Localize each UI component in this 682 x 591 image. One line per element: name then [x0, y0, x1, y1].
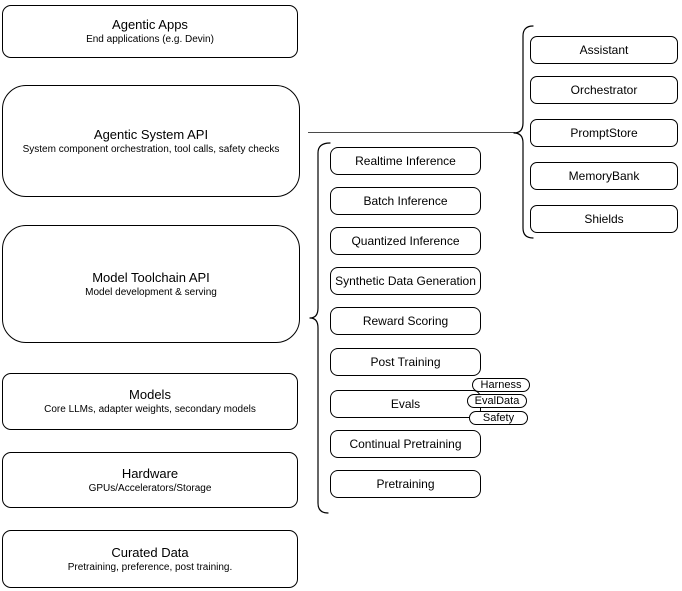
layer-title: Model Toolchain API	[92, 269, 210, 285]
toolchain-node-realtime-inference: Realtime Inference	[330, 147, 481, 175]
toolchain-node-quantized-inference: Quantized Inference	[330, 227, 481, 255]
layer-subtitle: GPUs/Accelerators/Storage	[88, 482, 212, 494]
eval-tag-harness: Harness	[472, 378, 530, 392]
layer-title: Curated Data	[111, 544, 189, 560]
layer-subtitle: Model development & serving	[85, 286, 217, 298]
layer-title: Hardware	[121, 465, 179, 481]
layer-subtitle: End applications (e.g. Devin)	[86, 34, 214, 45]
toolchain-node-continual-pretraining: Continual Pretraining	[330, 430, 481, 458]
eval-tag-evaldata: EvalData	[467, 394, 527, 408]
layer-agentic-apps: Agentic Apps End applications (e.g. Devi…	[2, 5, 298, 58]
toolchain-node-pretraining: Pretraining	[330, 470, 481, 498]
system-api-to-components-connector	[308, 132, 515, 133]
system-components-brace	[513, 25, 534, 239]
layer-models: Models Core LLMs, adapter weights, secon…	[2, 373, 298, 430]
toolchain-node-evals: Evals	[330, 390, 481, 418]
layer-agentic-system-api: Agentic System API System component orch…	[2, 85, 300, 197]
layer-subtitle: Pretraining, preference, post training.	[67, 561, 233, 573]
component-node-shields: Shields	[530, 205, 678, 233]
component-node-promptstore: PromptStore	[530, 119, 678, 147]
eval-tag-safety: Safety	[469, 411, 528, 425]
layer-title: Agentic System API	[93, 126, 209, 142]
layer-subtitle: System component orchestration, tool cal…	[22, 143, 280, 155]
component-node-memorybank: MemoryBank	[530, 162, 678, 190]
layer-title: Models	[129, 387, 171, 402]
toolchain-node-reward-scoring: Reward Scoring	[330, 307, 481, 335]
toolchain-node-synthetic-data-generation: Synthetic Data Generation	[330, 267, 481, 295]
component-node-assistant: Assistant	[530, 36, 678, 64]
component-node-orchestrator: Orchestrator	[530, 76, 678, 104]
toolchain-node-post-training: Post Training	[330, 348, 481, 376]
layer-subtitle: Core LLMs, adapter weights, secondary mo…	[44, 404, 256, 415]
layer-title: Agentic Apps	[112, 17, 188, 32]
layer-hardware: Hardware GPUs/Accelerators/Storage	[2, 452, 298, 508]
layer-model-toolchain-api: Model Toolchain API Model development & …	[2, 225, 300, 343]
toolchain-brace	[309, 142, 331, 514]
layer-curated-data: Curated Data Pretraining, preference, po…	[2, 530, 298, 588]
toolchain-node-batch-inference: Batch Inference	[330, 187, 481, 215]
